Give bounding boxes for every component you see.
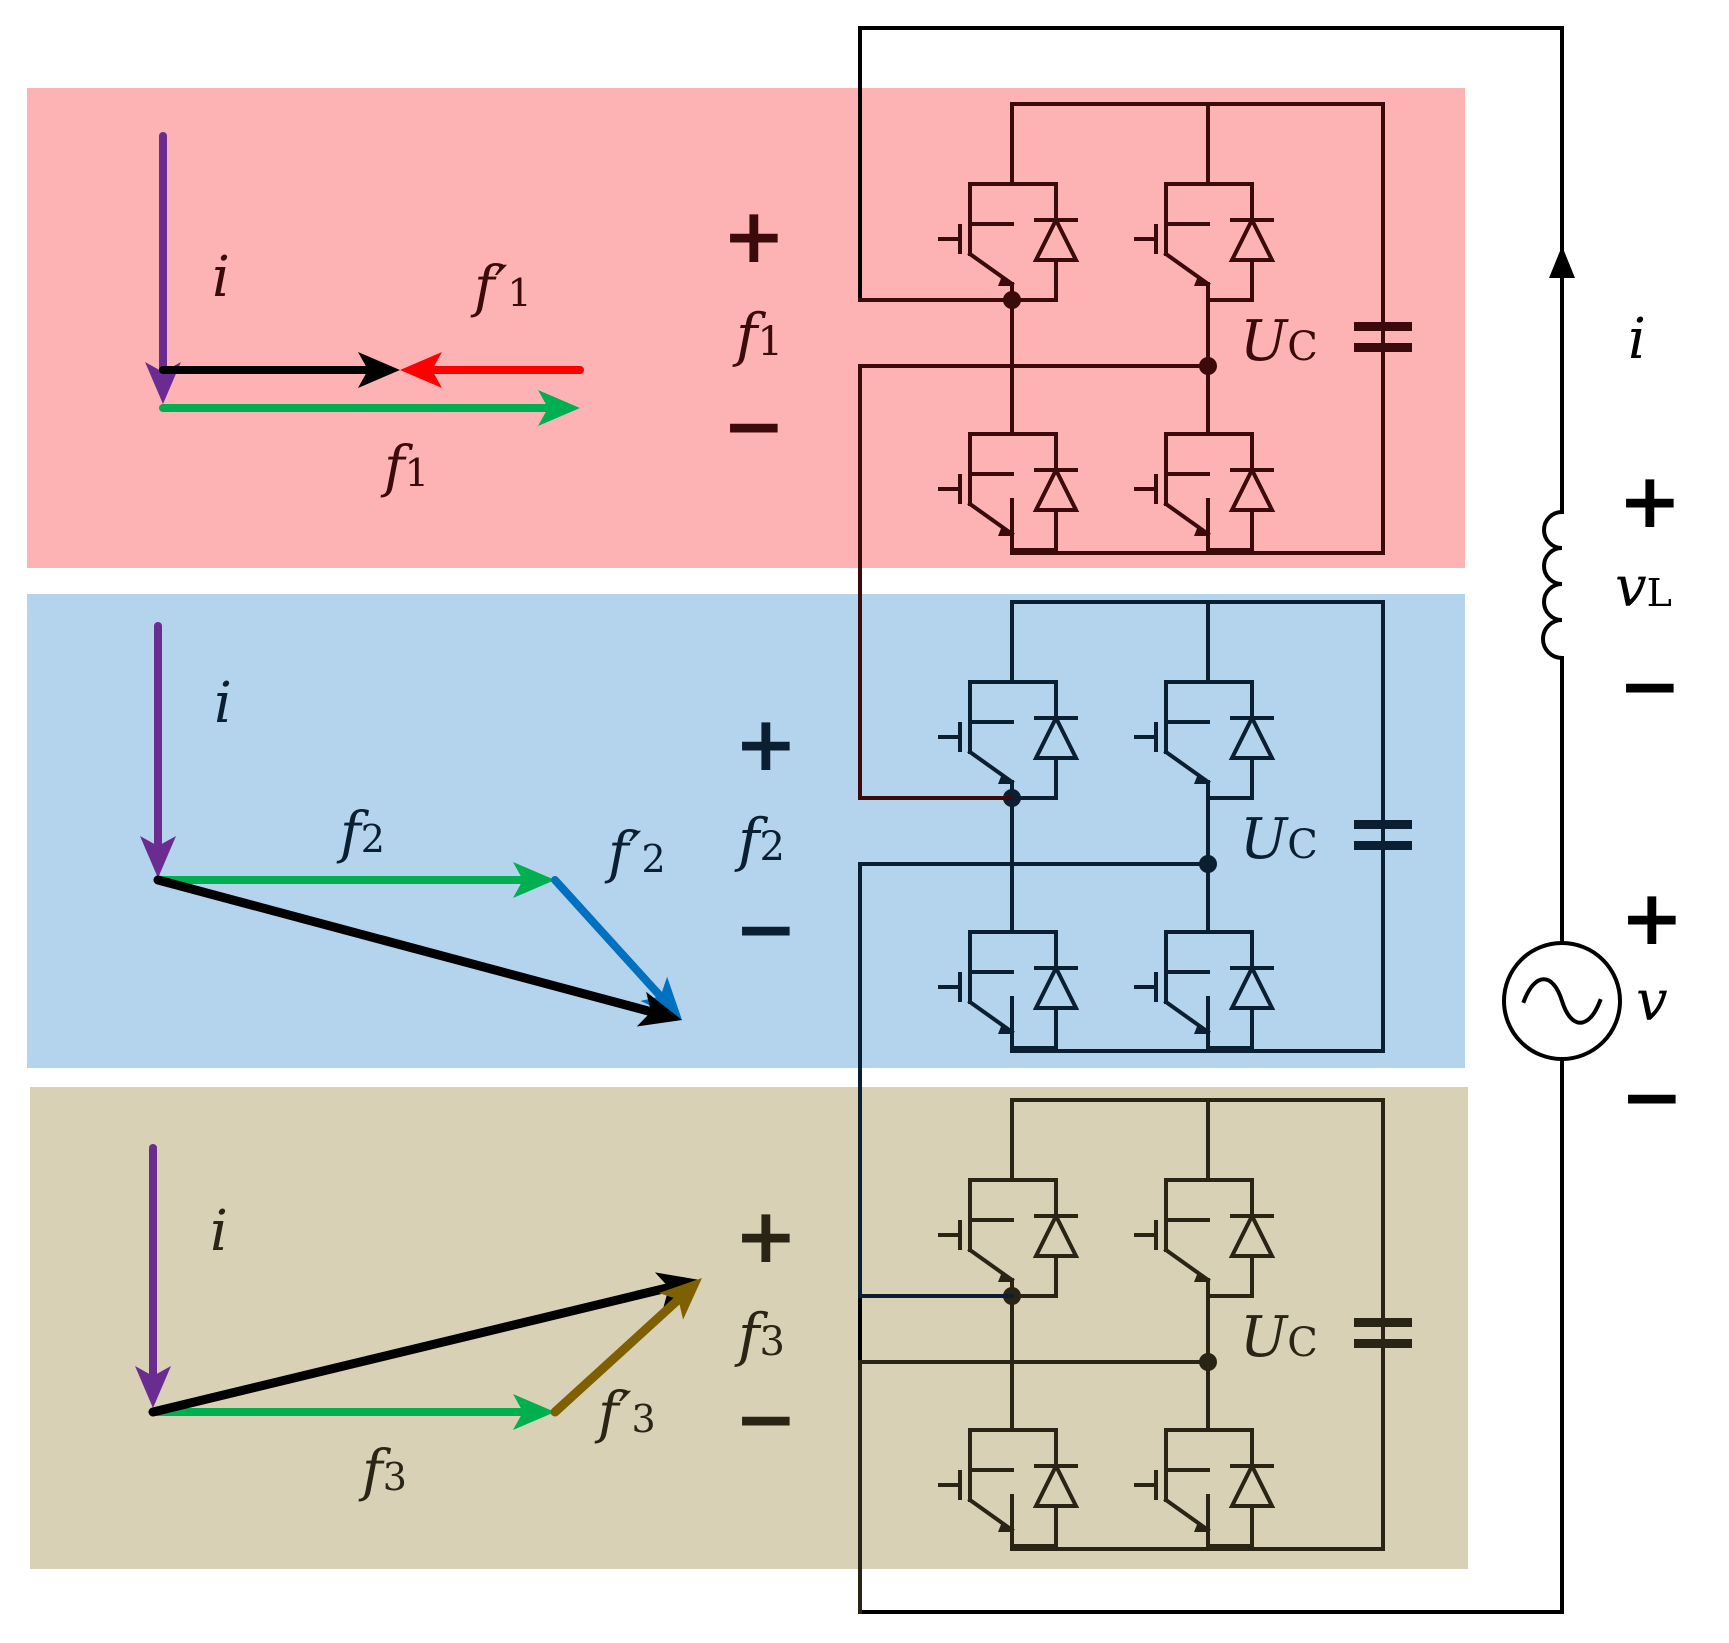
dc-voltage-label: UC [1240, 309, 1318, 374]
port-plus-sign: + [734, 699, 798, 788]
f1-prime-phasor [400, 352, 584, 388]
dc-capacitor-icon [1354, 322, 1412, 352]
port-labels-3: +f3− [734, 1191, 798, 1463]
port-labels-1: + f1 − [722, 191, 786, 470]
fundamental-phasor [159, 390, 580, 426]
loop-current-arrowhead [1549, 246, 1575, 278]
source-plus-sign: + [1620, 873, 1684, 962]
phasor-diagram-1: i f′1 f1 [145, 132, 584, 500]
panel-3-background [30, 1087, 1468, 1569]
inductor-icon [1541, 509, 1565, 661]
source-voltage-label: v [1636, 969, 1668, 1034]
f2-prime-phasor [551, 876, 682, 1020]
resultant-phasor [153, 875, 682, 1027]
inductor-plus-sign: + [1618, 456, 1682, 545]
f3-prime-label: f′3 [594, 1381, 656, 1446]
ac-source-icon [1502, 941, 1622, 1061]
panel-1-background [27, 88, 1465, 568]
f1-prime-label: f′1 [470, 255, 532, 320]
dc-voltage-label: UC [1240, 807, 1318, 872]
port-minus-sign: − [734, 1374, 798, 1463]
fundamental-phasor [154, 862, 555, 898]
inductor-minus-sign: − [1618, 641, 1682, 730]
dc-voltage-label: UC [1240, 1305, 1318, 1370]
f1-label: f1 [380, 435, 429, 500]
port-minus-sign: − [722, 381, 786, 470]
source-minus-sign: − [1620, 1052, 1684, 1141]
dc-capacitor-icon [1354, 820, 1412, 850]
current-phasor [140, 622, 176, 878]
port-voltage-label: f2 [734, 806, 785, 874]
inductor-voltage-label: vL [1615, 555, 1672, 620]
fundamental-phasor [149, 1394, 555, 1430]
loop-current-label: i [1628, 307, 1646, 372]
dc-capacitor-icon [1354, 1318, 1412, 1348]
current-label: i [212, 245, 230, 310]
port-plus-sign: + [722, 191, 786, 280]
port-plus-sign: + [734, 1191, 798, 1280]
panel-2-background [27, 594, 1465, 1068]
port-minus-sign: − [734, 884, 798, 973]
phasor-diagram-2: i f2 f′2 [140, 622, 682, 1027]
f3-prime-phasor [550, 1278, 702, 1417]
current-phasor [135, 1144, 171, 1408]
port-voltage-label: f1 [732, 301, 783, 369]
resultant-phasor [159, 352, 400, 388]
f2-prime-label: f′2 [604, 821, 666, 886]
current-label: i [214, 671, 232, 736]
current-label: i [210, 1199, 228, 1264]
f2-label: f2 [336, 801, 385, 866]
cell-series-links [858, 364, 1210, 1614]
port-labels-2: + f2 − [734, 699, 798, 973]
